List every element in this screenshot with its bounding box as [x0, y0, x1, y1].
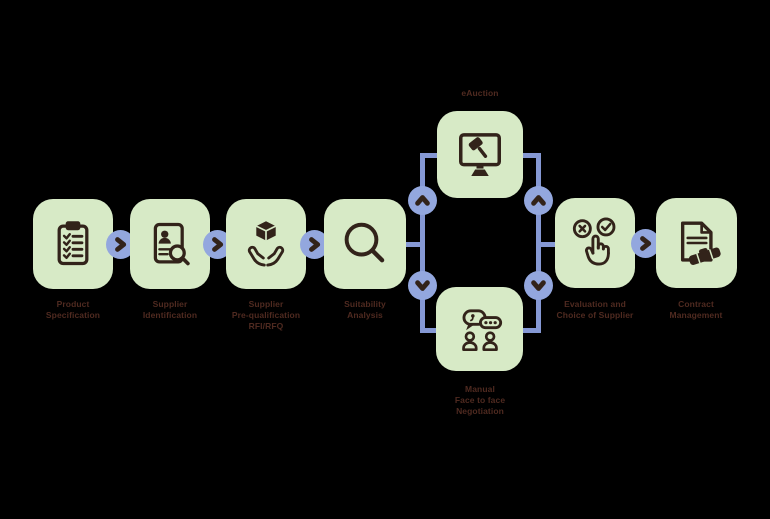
chevron-right-icon — [212, 236, 224, 252]
clipboard-checklist-icon — [57, 221, 89, 266]
step-box-eauction — [437, 111, 523, 198]
suitability-branch-connector — [406, 241, 422, 247]
step-box-supplier-prequalification — [226, 199, 306, 289]
step-box-evaluation-choice — [555, 198, 635, 288]
step-label-supplier-identification: Supplier Identification — [142, 299, 198, 321]
branch-up-arrow-left — [407, 185, 437, 215]
contract-handshake-icon — [680, 221, 721, 265]
step-box-supplier-identification — [130, 199, 210, 289]
chevron-up-icon — [530, 194, 546, 206]
branch-left-vertical-line — [419, 152, 425, 333]
branch-up-arrow-right — [523, 185, 553, 215]
step-label-evaluation-choice: Evaluation and Choice of Supplier — [556, 299, 634, 321]
chevron-up-icon — [414, 194, 430, 206]
chevron-right-icon — [309, 236, 321, 252]
branch-down-arrow-right — [523, 270, 553, 300]
step-label-product-specification: Product Specification — [45, 299, 101, 321]
choice-hand-check-cross-icon — [572, 217, 616, 266]
magnifier-icon — [344, 222, 385, 263]
manual-right-connector — [522, 327, 541, 333]
manual-left-connector — [419, 327, 437, 333]
online-auction-monitor-gavel-icon — [459, 132, 501, 176]
chevron-right-icon — [639, 236, 651, 251]
step-label-supplier-prequalification: Supplier Pre-qualification RFI/RFQ — [231, 299, 301, 332]
step-box-product-specification — [33, 199, 113, 289]
chevron-right-icon — [115, 236, 127, 252]
step-label-eauction: eAuction — [461, 88, 499, 98]
step-box-suitability-analysis — [324, 199, 406, 289]
chevron-down-icon — [530, 279, 546, 291]
eauction-left-connector — [419, 152, 438, 158]
chat-negotiation-people-icon — [461, 309, 502, 352]
hands-holding-box-icon — [247, 221, 285, 267]
flow-arrow-4 — [630, 229, 660, 258]
step-box-manual-negotiation — [436, 287, 523, 371]
step-label-manual-negotiation: Manual Face to face Negotiation — [454, 384, 506, 417]
step-label-contract-management: Contract Management — [669, 299, 723, 321]
branch-evaluation-connector — [538, 241, 555, 247]
id-card-search-icon — [153, 222, 190, 266]
chevron-down-icon — [414, 279, 430, 291]
eauction-right-connector — [522, 152, 541, 158]
branch-down-arrow-left — [407, 270, 437, 300]
step-box-contract-management — [656, 198, 737, 288]
step-label-suitability-analysis: Suitability Analysis — [344, 299, 386, 321]
